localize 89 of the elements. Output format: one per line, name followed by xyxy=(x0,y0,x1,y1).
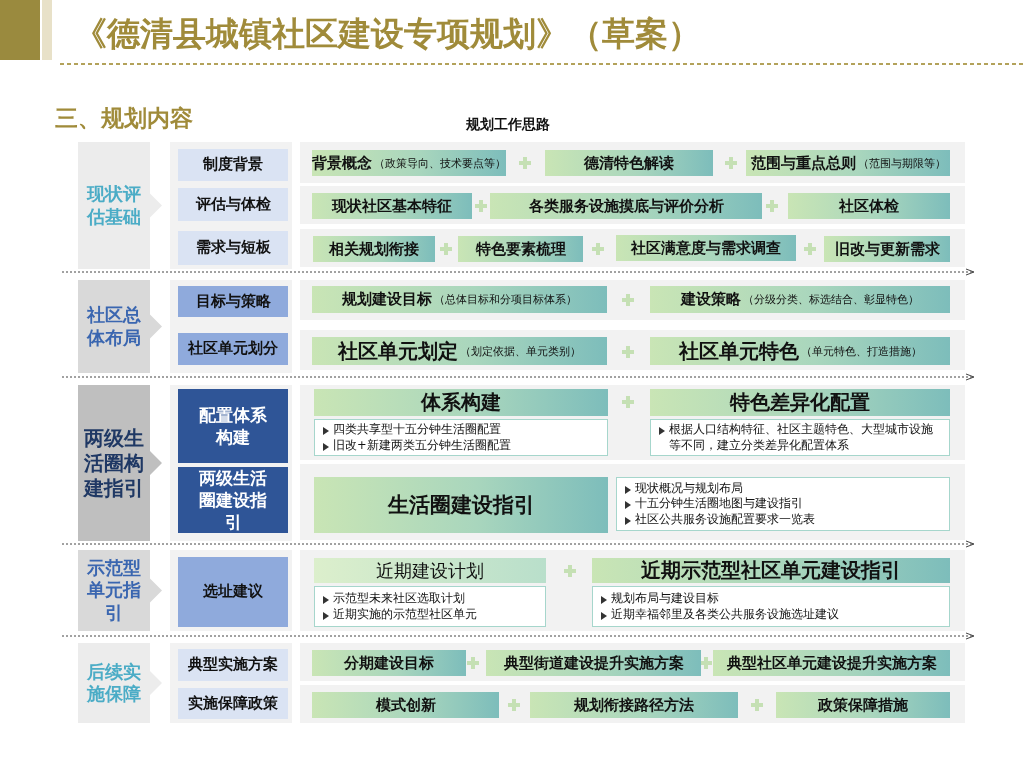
bar-title: 范围与重点总则 xyxy=(750,153,856,173)
bar-title: 模式创新 xyxy=(375,695,436,715)
gradient-bar xyxy=(490,193,762,219)
bar-title: 现状社区基本特征 xyxy=(332,196,452,216)
gradient-bar xyxy=(314,389,608,416)
gradient-bar xyxy=(312,286,607,313)
gradient-bar xyxy=(592,558,950,583)
gradient-bar xyxy=(824,236,950,262)
bullet-item: 近期实施的示范型社区单元 xyxy=(323,606,537,622)
gradient-bar xyxy=(458,236,583,262)
bar-title: 旧改与更新需求 xyxy=(834,239,940,259)
bullet-item: 十五分钟生活圈地图与建设指引 xyxy=(625,496,941,512)
bar-note: （划定依据、单元类别） xyxy=(460,343,581,359)
bar-title: 各类服务设施摸底与评价分析 xyxy=(528,196,724,216)
bullet-item: 近期幸福邻里及各类公共服务设施选址建议 xyxy=(601,606,941,622)
bullet-list-box xyxy=(592,586,950,627)
bullet-item: 旧改+新建两类五分钟生活圈配置 xyxy=(323,437,599,453)
bullet-item: 示范型未来社区选取计划 xyxy=(323,591,537,607)
row-label: 实施保障政策 xyxy=(178,688,288,719)
gradient-bar xyxy=(312,650,466,676)
bar-note: （分级分类、标选结合、彰显特色） xyxy=(743,292,919,307)
gradient-bar xyxy=(312,337,607,365)
row-label: 目标与策略 xyxy=(178,286,288,317)
bullet-list-box xyxy=(314,419,608,456)
gradient-bar xyxy=(616,235,796,261)
bar-title: 社区体检 xyxy=(839,196,899,216)
bullet-item: 现状概况与规划布局 xyxy=(625,480,941,497)
bullet-list-box xyxy=(314,586,546,627)
gradient-bar xyxy=(312,193,472,219)
row-label: 评估与体检 xyxy=(178,188,288,221)
section-panel: 示范型单元指引 xyxy=(78,550,162,631)
gradient-bar xyxy=(313,236,435,262)
gradient-bar xyxy=(314,477,608,533)
gradient-bar xyxy=(746,150,950,176)
bullet-list-box xyxy=(616,477,950,531)
gradient-bar xyxy=(788,193,950,219)
bar-title: 近期示范型社区单元建设指引 xyxy=(641,557,901,584)
section-panel: 现状评估基础 xyxy=(78,142,162,269)
section-panel: 两级生活圈构建指引 xyxy=(78,385,162,541)
bar-note: （政策导向、技术要点等） xyxy=(374,155,506,171)
gradient-bar xyxy=(312,692,499,718)
row-label: 两级生活圈建设指引 xyxy=(178,467,288,533)
gradient-bar xyxy=(650,389,950,416)
bar-title: 体系构建 xyxy=(421,389,501,416)
bar-title: 典型社区单元建设提升实施方案 xyxy=(726,653,937,673)
row-label: 配置体系构建 xyxy=(178,389,288,463)
gradient-bar xyxy=(530,692,738,718)
bar-title: 近期建设计划 xyxy=(376,558,484,583)
bar-title: 政策保障措施 xyxy=(818,695,908,715)
bullet-item: 社区公共服务设施配置要求一览表 xyxy=(625,511,941,528)
bar-note: （单元特色、打造措施） xyxy=(800,343,922,359)
bullet-list-box xyxy=(650,419,950,456)
bar-note: （范围与期限等） xyxy=(857,155,946,171)
bar-title: 相关规划衔接 xyxy=(329,239,419,259)
gradient-bar xyxy=(713,650,950,676)
bar-title: 社区单元划定 xyxy=(338,337,458,365)
row-label: 典型实施方案 xyxy=(178,649,288,681)
bar-title: 规划衔接路径方法 xyxy=(574,695,694,715)
bar-title: 生活圈建设指引 xyxy=(387,492,535,519)
bullet-item: 规划布局与建设目标 xyxy=(601,591,941,607)
bullet-item: 四类共享型十五分钟生活圈配置 xyxy=(323,422,599,438)
bar-title: 特色要素梳理 xyxy=(475,239,566,259)
column-heading: 规划工作思路 xyxy=(466,116,550,134)
gradient-bar xyxy=(312,150,506,176)
row-label: 社区单元划分 xyxy=(178,333,288,365)
bullet-item: 根据人口结构特征、社区主题特色、大型城市设施等不同，建立分类差异化配置体系 xyxy=(659,422,941,453)
bar-title: 建设策略 xyxy=(681,290,741,309)
bar-title: 背景概念 xyxy=(312,153,372,173)
bar-title: 社区满意度与需求调查 xyxy=(631,238,781,258)
section-panel: 后续实施保障 xyxy=(78,643,162,723)
gradient-bar xyxy=(650,337,950,365)
section-heading: 三、规划内容 xyxy=(55,104,193,133)
bar-title: 典型街道建设提升实施方案 xyxy=(503,653,684,673)
row-label: 选址建议 xyxy=(178,557,288,627)
gradient-bar xyxy=(486,650,701,676)
gradient-bar xyxy=(776,692,950,718)
section-panel: 社区总体布局 xyxy=(78,280,162,373)
bar-note: （总体目标和分项目标体系） xyxy=(434,292,577,307)
bar-title: 分期建设目标 xyxy=(344,653,434,673)
bar-title: 德清特色解读 xyxy=(584,153,674,173)
gradient-bar xyxy=(545,150,713,176)
row-label: 制度背景 xyxy=(178,149,288,181)
gradient-bar xyxy=(650,286,950,313)
bar-title: 规划建设目标 xyxy=(342,290,432,309)
gradient-bar xyxy=(314,558,546,583)
bar-title: 特色差异化配置 xyxy=(730,389,870,416)
row-label: 需求与短板 xyxy=(178,231,288,265)
bar-title: 社区单元特色 xyxy=(678,337,799,365)
title: 《德清县城镇社区建设专项规划》（草案） xyxy=(74,13,701,55)
